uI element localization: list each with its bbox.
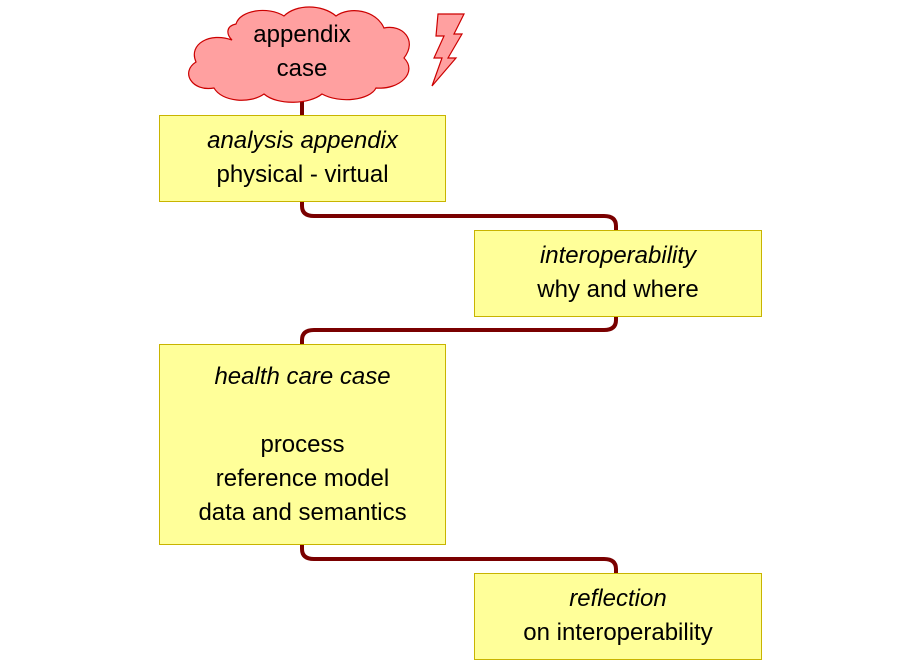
box-health-care-case: health care case process reference model… <box>159 344 446 545</box>
connector-analysis-interop <box>300 200 618 233</box>
box-analysis-line1: physical - virtual <box>216 161 389 188</box>
cloud-label-line1: appendix <box>253 21 351 48</box>
box-reflection-title: reflection <box>569 585 667 612</box>
cloud-label-line2: case <box>276 55 328 82</box>
box-interoperability: interoperability why and where <box>474 230 762 317</box>
box-analysis-title: analysis appendix <box>207 127 398 154</box>
box-interop-line1: why and where <box>537 276 699 303</box>
box-health-line3: data and semantics <box>198 499 407 526</box>
box-analysis-appendix: analysis appendix physical - virtual <box>159 115 446 202</box>
box-health-spacer <box>160 394 445 428</box>
cloud-shape <box>188 6 410 103</box>
box-interop-title: interoperability <box>539 242 697 269</box>
box-health-line1: process <box>260 431 345 458</box>
box-health-title: health care case <box>214 363 391 390</box>
box-reflection: reflection on interoperability <box>474 573 762 660</box>
box-reflection-line1: on interoperability <box>523 619 713 646</box>
cloud-label: appendix case <box>192 18 412 86</box>
box-health-line2: reference model <box>215 465 390 492</box>
connector-health-reflection <box>300 543 618 576</box>
lightning-bolt-icon <box>431 13 465 87</box>
connector-interop-health <box>300 315 618 347</box>
